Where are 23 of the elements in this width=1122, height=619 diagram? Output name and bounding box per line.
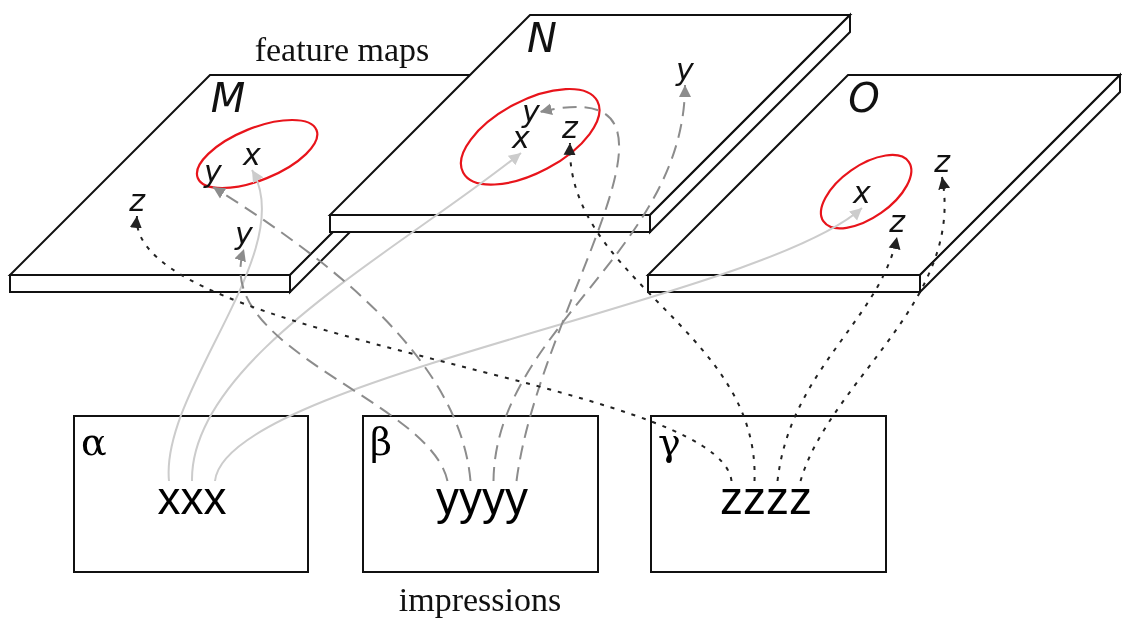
map-label: O: [848, 78, 880, 118]
impression-box: [650, 415, 887, 573]
feature-letter: y: [204, 157, 222, 187]
arrow: [776, 236, 900, 482]
feature-letter: z: [889, 207, 905, 237]
map-label: N: [527, 18, 557, 58]
feature-letter: x: [243, 140, 261, 170]
feature-letter: z: [562, 113, 578, 143]
caption-text: impressions: [398, 583, 562, 617]
arrow: [799, 176, 949, 482]
feature-letter: y: [676, 55, 694, 85]
highlight-ellipse: [194, 118, 320, 190]
feature-letter: y: [522, 97, 540, 127]
greek-letter: α: [81, 423, 107, 461]
feature-letter: x: [853, 178, 871, 208]
highlight-ellipse: [458, 87, 602, 187]
map-label: M: [210, 78, 246, 118]
feature-letter: z: [934, 147, 950, 177]
caption-text: feature maps: [254, 33, 430, 67]
feature-letter: z: [129, 186, 145, 216]
letter-string: xxx: [157, 475, 227, 521]
letter-string: zzzz: [720, 475, 812, 521]
highlight-ellipse: [818, 153, 914, 231]
